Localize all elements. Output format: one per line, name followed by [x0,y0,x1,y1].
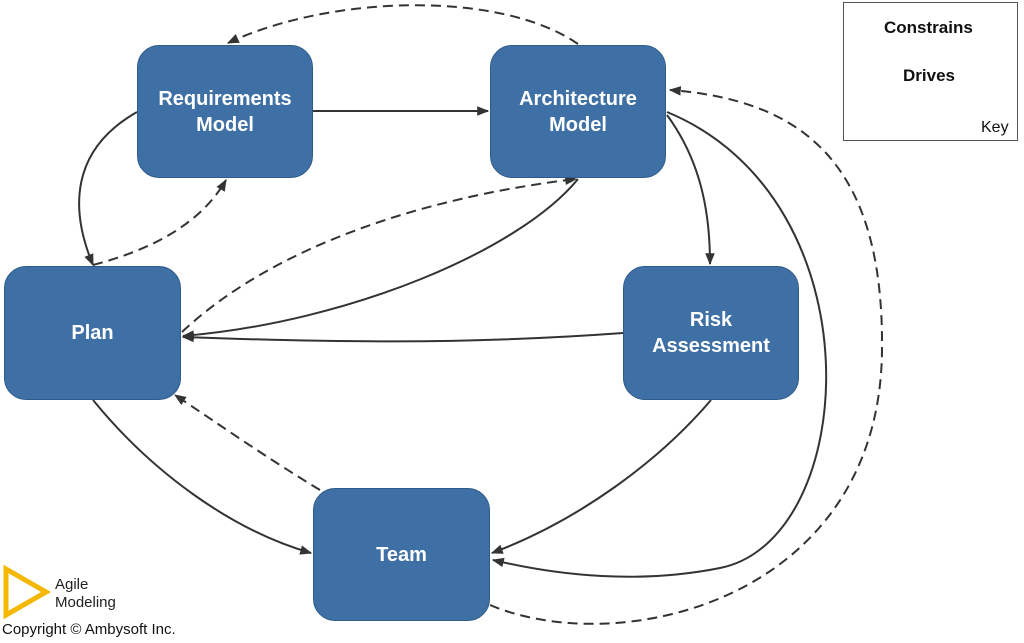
edge-team-constrains-plan [174,394,321,491]
edge-architecture-drives-team [491,111,828,578]
copyright-text: Copyright © Ambysoft Inc. [2,621,176,638]
edge-architecture-constrains-requirements [226,4,579,45]
edge-requirements-drives-plan [78,111,138,267]
node-team[interactable]: Team [313,488,490,621]
node-team-label: Team [376,543,427,566]
node-requirements-label: Requirements Model [158,87,292,136]
edge-plan-drives-team [92,399,313,555]
triangle-logo-icon [3,564,52,620]
node-risk-label: Risk Assessment [652,309,770,357]
edge-risk-drives-plan [181,332,624,343]
node-plan[interactable]: Plan [4,266,181,400]
edge-plan-constrains-requirements [92,178,227,266]
node-risk-assessment[interactable]: Risk Assessment [623,266,799,400]
node-requirements-model[interactable]: Requirements Model [137,45,313,178]
logo-text-agile: Agile [55,576,89,593]
key-title: Key [981,119,1009,136]
edge-architecture-drives-risk [666,114,715,266]
key-constrains-label: Constrains [884,18,973,37]
edge-risk-drives-team [490,399,712,554]
key-drives-label: Drives [903,66,955,85]
logo-text-modeling: Modeling [55,594,116,611]
node-plan-label: Plan [71,322,114,344]
edge-architecture-drives-plan [181,178,579,340]
legend-key-box [843,2,1018,141]
edge-team-constrains-architecture [489,86,884,625]
node-architecture-model[interactable]: Architecture Model [490,45,666,178]
edge-plan-constrains-architecture [181,175,578,333]
node-architecture-label: Architecture Model [519,87,637,136]
